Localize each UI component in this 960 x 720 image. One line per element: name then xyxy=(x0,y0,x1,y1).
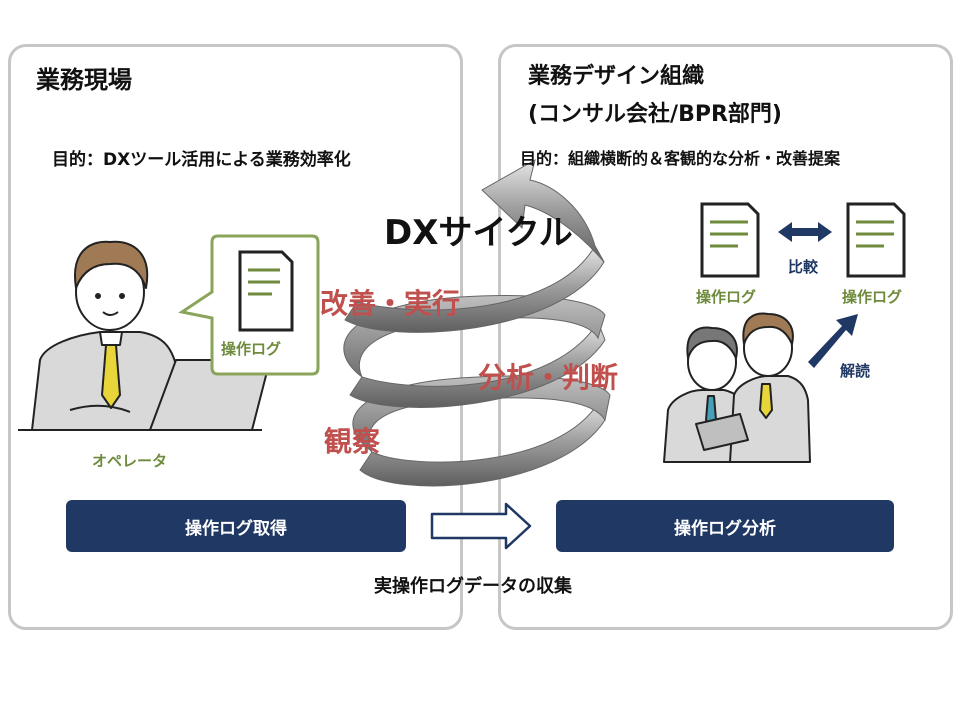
compare-double-arrow-icon xyxy=(778,222,832,242)
business-design-panel xyxy=(498,44,953,630)
cycle-stage-observe: 観察 xyxy=(324,425,381,458)
cycle-stage-improve: 改善・実行 xyxy=(320,287,461,320)
workplace-title: 業務現場 xyxy=(36,66,132,94)
cycle-stage-analyze: 分析・判断 xyxy=(478,361,619,394)
dx-cycle-spiral xyxy=(343,158,611,487)
doc1-label: 操作ログ xyxy=(696,288,757,306)
workplace-panel xyxy=(8,44,463,630)
operation-log-document-1 xyxy=(700,202,760,278)
operation-log-document-2 xyxy=(846,202,906,278)
compare-label: 比較 xyxy=(788,258,819,276)
transfer-arrow-icon xyxy=(430,502,532,550)
analysts-illustration xyxy=(663,312,811,463)
operator-illustration xyxy=(18,240,271,431)
analyze-log-button[interactable]: 操作ログ分析 xyxy=(556,500,894,552)
design-org-title: 業務デザイン組織 xyxy=(528,64,705,89)
acquire-log-button[interactable]: 操作ログ取得 xyxy=(66,500,406,552)
workplace-purpose: 目的：DXツール活用による業務効率化 xyxy=(52,150,351,170)
decode-label: 解読 xyxy=(840,362,871,380)
dx-cycle-title: DXサイクル xyxy=(384,213,573,253)
bottom-caption: 実操作ログデータの収集 xyxy=(374,576,572,597)
design-org-subtitle: (コンサル会社/BPR部門) xyxy=(528,102,782,127)
decode-arrow-icon xyxy=(808,314,858,368)
operator-label: オペレータ xyxy=(92,452,168,470)
cycle-arrow-head xyxy=(481,158,605,263)
speech-doc-label: 操作ログ xyxy=(221,340,282,358)
design-org-purpose: 目的：組織横断的＆客観的な分析・改善提案 xyxy=(520,149,841,168)
speech-bubble xyxy=(178,234,320,376)
doc2-label: 操作ログ xyxy=(842,288,903,306)
